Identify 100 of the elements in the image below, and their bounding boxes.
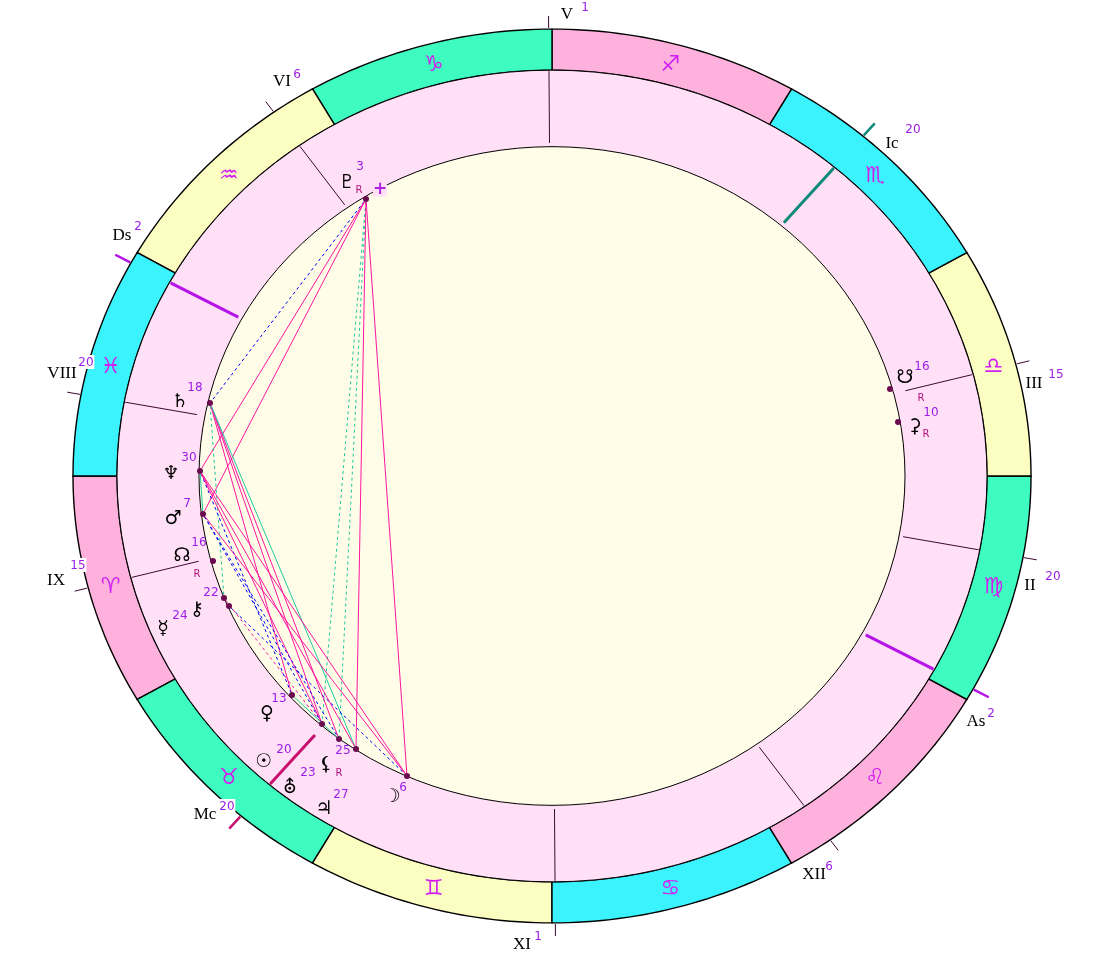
aspect-line [200, 473, 356, 747]
degree-number: 18 [187, 381, 203, 393]
house-label: IX [47, 570, 65, 588]
degree-number: 15 [1048, 368, 1064, 380]
degree-number: 23 [300, 766, 316, 778]
sign-symbol: ♍ [983, 575, 1004, 598]
aspect-line [200, 473, 322, 722]
sign-symbol: ♌ [865, 766, 885, 789]
degree-number: 6 [399, 781, 407, 793]
planet-symbol: ♀ [260, 702, 274, 722]
degree-number: 16 [914, 360, 930, 372]
degree-number: 6 [825, 860, 833, 872]
planet-dot [226, 603, 232, 609]
retrograde-mark: R [355, 185, 363, 195]
planet-symbol: ♃ [315, 797, 333, 817]
sign-symbol: ♉ [219, 766, 239, 789]
degree-number: 1 [581, 1, 589, 13]
planet-dot [404, 773, 410, 779]
sign-symbol: ♋ [660, 876, 681, 899]
aspect-line [203, 201, 366, 512]
planet-symbol: ☊ [173, 544, 191, 564]
degree-number: 15 [69, 558, 87, 572]
planet-dot [207, 400, 213, 406]
house-label: Ic [885, 133, 899, 151]
degree-number: 20 [218, 799, 236, 813]
aspect-line [293, 696, 338, 738]
planet-symbol: ☿ [157, 617, 169, 637]
sign-symbol: ♑ [423, 53, 444, 76]
house-label: VI [273, 71, 291, 89]
house-label: III [1025, 373, 1043, 391]
aspect-line [211, 200, 365, 402]
aspect-line [210, 405, 292, 693]
planet-dot [197, 468, 203, 474]
aspect-line [199, 473, 204, 512]
sign-symbol: ♎ [983, 354, 1004, 377]
planet-dot [887, 386, 893, 392]
degree-number: 20 [905, 123, 921, 135]
aspect-line [365, 201, 408, 774]
house-label: VIII [47, 363, 77, 381]
degree-number: 30 [181, 451, 197, 463]
planet-symbol: ⛢ [283, 776, 297, 796]
house-label: XII [802, 864, 826, 882]
aspect-line [204, 516, 338, 737]
retrograde-mark: R [335, 768, 343, 778]
planet-symbol: ♆ [162, 462, 180, 482]
house-label: II [1024, 575, 1036, 593]
aspect-line [201, 473, 406, 774]
sign-symbol: ♒ [219, 163, 239, 186]
planet-symbol: ☉ [255, 750, 273, 770]
degree-number: 13 [271, 692, 287, 704]
planet-dot [221, 595, 227, 601]
retrograde-mark: R [917, 393, 925, 403]
house-label: XI [513, 934, 531, 952]
house-label: Mc [193, 804, 217, 822]
sign-symbol: ♓ [100, 354, 121, 377]
planet-symbol: ⚸ [319, 753, 333, 773]
planet-dot [200, 511, 206, 517]
degree-number: 6 [293, 68, 301, 80]
aspect-line [204, 515, 406, 775]
house-label: V [560, 4, 574, 22]
sign-symbol: ♊ [423, 876, 444, 899]
degree-number: 3 [356, 160, 364, 172]
plus-mark: + [372, 179, 388, 197]
planet-symbol: ⚷ [190, 598, 204, 618]
aspect-line [209, 405, 225, 596]
degree-number: 2 [987, 707, 995, 719]
degree-number: 2 [134, 220, 142, 232]
planet-dot [210, 558, 216, 564]
planet-symbol: ♄ [171, 390, 189, 410]
degree-number: 27 [333, 788, 349, 800]
sign-symbol: ♐ [660, 53, 681, 76]
sign-symbol: ♈ [100, 575, 121, 598]
aspect-line [201, 201, 365, 469]
planet-symbol: ☋ [896, 366, 914, 386]
degree-number: 20 [1045, 570, 1061, 582]
planet-symbol: ♂ [164, 507, 182, 527]
degree-number: 20 [77, 355, 95, 369]
planet-dot [353, 746, 359, 752]
degree-number: 7 [183, 497, 191, 509]
degree-number: 10 [923, 406, 939, 418]
retrograde-mark: R [922, 429, 930, 439]
house-label: As [966, 711, 986, 729]
degree-number: 20 [276, 743, 292, 755]
sign-symbol: ♏ [865, 163, 885, 186]
degree-number: 25 [335, 744, 351, 756]
planet-dot [363, 196, 369, 202]
aspect-line [355, 201, 367, 747]
planet-dot [319, 721, 325, 727]
house-label: Ds [112, 225, 132, 243]
planet-dot [336, 736, 342, 742]
planet-dot [289, 692, 295, 698]
planet-symbol: ⚳ [908, 415, 922, 435]
planet-symbol: ☽ [383, 785, 401, 805]
degree-number: 24 [172, 609, 188, 621]
degree-number: 1 [534, 930, 542, 942]
degree-number: 22 [203, 586, 219, 598]
planet-dot [895, 419, 901, 425]
retrograde-mark: R [193, 569, 201, 579]
aspect-line [230, 607, 406, 775]
planet-symbol: ♇ [338, 171, 356, 191]
